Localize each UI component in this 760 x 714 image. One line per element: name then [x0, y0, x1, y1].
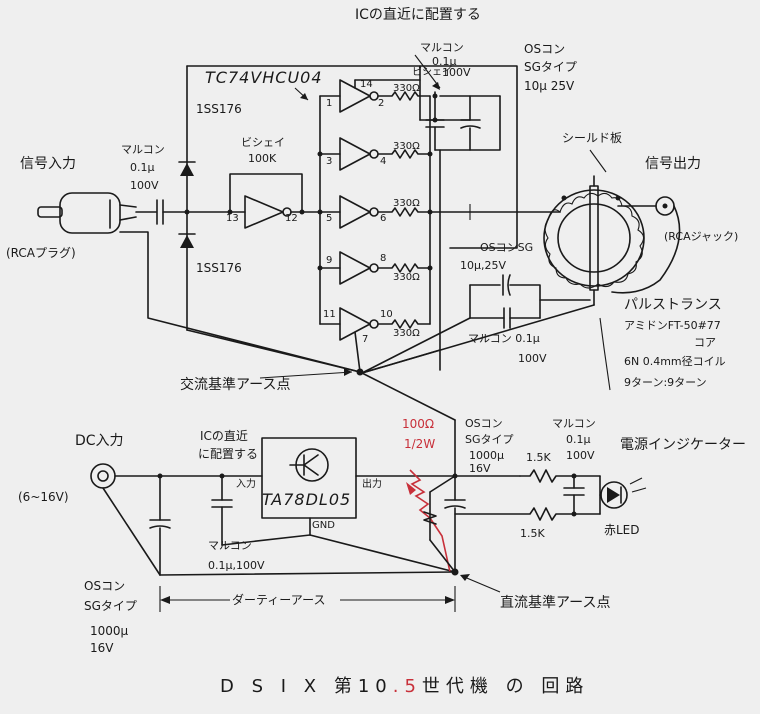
pin-9: 9	[326, 255, 333, 266]
out-cap-l2: SGタイプ	[465, 433, 514, 446]
dc-cap-l2: SGタイプ	[84, 599, 137, 613]
pin-10: 10	[380, 309, 393, 320]
bypass-mar-l3: 100V	[442, 66, 471, 79]
output-resistors	[377, 91, 431, 329]
plug-label: (RCAプラグ)	[6, 246, 76, 260]
dc-cap-l3: 1000μ	[90, 624, 129, 638]
pulse-trans-title: パルストランス	[624, 297, 722, 313]
diode-bottom	[178, 233, 196, 248]
out-cap-l4: 16V	[469, 462, 491, 475]
diode-top-label: 1SS176	[196, 102, 242, 116]
led-cap-l3: 100V	[566, 449, 595, 462]
res-330-4: 330Ω	[393, 272, 420, 283]
pin-6: 6	[380, 213, 387, 224]
bias-res-l1: ビシェイ	[241, 136, 285, 149]
pulse-trans-l1: アミドンFT-50#77	[624, 319, 721, 332]
diode-top	[178, 161, 196, 176]
out-cap-l3: 1000μ	[469, 449, 504, 462]
bypass-mar-l1: マルコン	[420, 41, 464, 54]
c-in-l1: マルコン	[121, 143, 165, 156]
bypass-os-l1: OSコン	[524, 42, 566, 56]
pin-8: 8	[380, 253, 387, 264]
reg-in: 入力	[236, 479, 256, 490]
ic-name: TC74VHCU04	[205, 68, 323, 87]
coupling-os-l1: OSコンSG	[480, 241, 534, 254]
regulator-name: TA78DL05	[262, 490, 352, 509]
dirty-ground-label: ダーティーアース	[232, 593, 326, 607]
led-cap-l1: マルコン	[552, 417, 596, 430]
vishay-label: ビシェイ	[412, 67, 452, 78]
pin-11: 11	[323, 309, 336, 320]
reg-note-l2: に配置する	[198, 447, 259, 461]
bias-res-l2: 100K	[248, 152, 277, 165]
page-title: D S I X 第10.5世代機 の 回路	[220, 676, 590, 697]
power-ind-label: 電源インジケーター	[620, 437, 746, 453]
signal-out-label: 信号出力	[645, 156, 701, 172]
coupling-os-l2: 10μ,25V	[460, 259, 507, 272]
regulator-box	[261, 437, 357, 519]
dc-cap-l1: OSコン	[84, 579, 126, 593]
shield-plate	[589, 185, 599, 291]
header-note: ICの直近に配置する	[355, 7, 481, 23]
shield-label: シールド板	[562, 131, 623, 145]
c-in-l2: 0.1μ	[130, 161, 155, 174]
pin-7: 7	[362, 334, 369, 345]
out-cap-l1: OSコン	[465, 417, 503, 430]
reg-cap-l1: マルコン	[208, 539, 252, 552]
res-330-5: 330Ω	[393, 328, 420, 339]
input-capacitor	[156, 199, 164, 225]
pin-3: 3	[326, 156, 333, 167]
bypass-os-cap	[460, 119, 481, 129]
pin-1: 1	[326, 98, 333, 109]
rca-jack	[655, 196, 675, 216]
pulse-trans-l3: 6N 0.4mm径コイル	[624, 355, 726, 368]
bypass-mar-l2: 0.1μ	[432, 55, 457, 68]
dc-ground-label: 直流基準アース点	[500, 595, 611, 611]
led-label: 赤LED	[604, 523, 640, 537]
reg-cap-l2: 0.1μ,100V	[208, 559, 265, 572]
ac-ground-label: 交流基準アース点	[180, 377, 291, 393]
res-330-1: 330Ω	[393, 83, 420, 94]
red-res-l2: 1/2W	[404, 437, 436, 451]
pin-4: 4	[380, 156, 387, 167]
led-cap-l2: 0.1μ	[566, 433, 591, 446]
dc-in-label: DC入力	[75, 433, 124, 449]
jack-label: (RCAジャック)	[664, 230, 739, 243]
bypass-os-l2: SGタイプ	[524, 60, 577, 74]
res-330-3: 330Ω	[393, 198, 420, 209]
dc-cap-l4: 16V	[90, 641, 114, 655]
reg-gnd: GND	[312, 520, 335, 531]
pin-13: 13	[226, 213, 239, 224]
red-res-l1: 100Ω	[402, 417, 435, 431]
rca-plug	[37, 192, 137, 234]
diode-bottom-label: 1SS176	[196, 261, 242, 275]
signal-in-label: 信号入力	[20, 156, 76, 172]
c-in-l3: 100V	[130, 179, 159, 192]
coupling-mar-l2: 100V	[518, 352, 547, 365]
pin-2: 2	[378, 98, 385, 109]
coupling-mar-l1: マルコン 0.1μ	[468, 332, 540, 345]
bypass-os-l3: 10μ 25V	[524, 79, 575, 93]
r-led2: 1.5K	[520, 527, 545, 540]
dc-in-range: (6~16V)	[18, 490, 69, 504]
pin-14: 14	[360, 79, 373, 90]
dc-jack	[90, 463, 116, 489]
pulse-trans-l2: コア	[694, 336, 716, 349]
led	[600, 477, 647, 509]
reg-out: 出力	[362, 479, 382, 490]
r-led1: 1.5K	[526, 451, 551, 464]
pulse-transformer	[543, 189, 645, 289]
reg-note-l1: ICの直近	[200, 429, 248, 443]
res-330-2: 330Ω	[393, 141, 420, 152]
pin-5: 5	[326, 213, 333, 224]
pulse-trans-l4: 9ターン:9ターン	[624, 376, 707, 389]
pin-12: 12	[285, 213, 298, 224]
